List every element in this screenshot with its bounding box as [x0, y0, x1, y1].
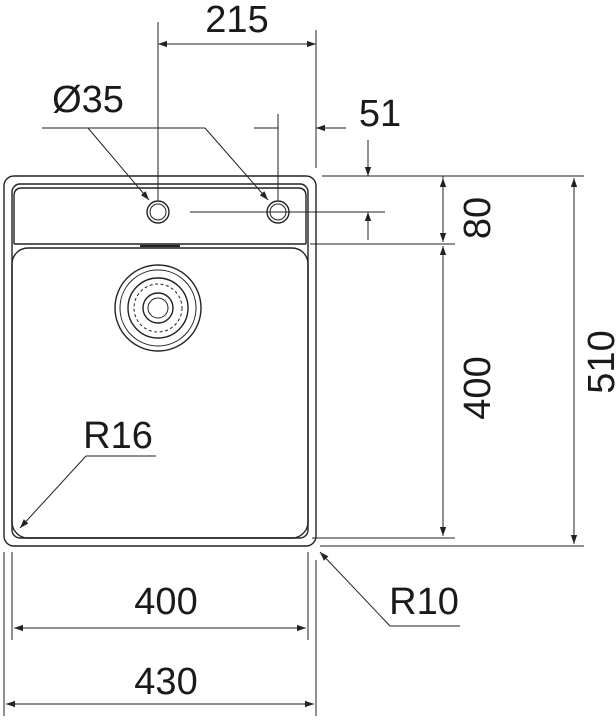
dimension-510: 510	[320, 175, 616, 547]
dimension-r16: R16	[19, 415, 156, 529]
label-tap-hole-diameter: Ø35	[52, 79, 124, 121]
dimension-430: 430	[3, 552, 317, 716]
drain-strainer	[114, 264, 202, 352]
label-tap-offset: 51	[359, 93, 401, 135]
dimension-r10: R10	[319, 551, 460, 627]
label-overall-width: 430	[134, 661, 197, 703]
label-overall-depth: 510	[581, 330, 616, 393]
label-bowl-width: 400	[134, 581, 197, 623]
dimension-215: 215	[157, 0, 317, 200]
label-bowl-depth: 400	[457, 356, 499, 419]
sink-outline	[3, 175, 317, 547]
label-shelf-depth: 80	[457, 197, 499, 239]
label-top-width: 215	[205, 0, 268, 41]
dimension-400-vertical: 400	[312, 246, 499, 539]
label-bowl-radius: R16	[83, 415, 153, 457]
dimension-diameter: Ø35	[42, 79, 269, 201]
dimension-400-horizontal: 400	[11, 552, 309, 640]
tap-hole-left	[146, 200, 170, 224]
dimension-51: 51	[254, 93, 401, 240]
label-outer-radius: R10	[389, 581, 459, 623]
dimension-80: 80	[310, 175, 499, 245]
